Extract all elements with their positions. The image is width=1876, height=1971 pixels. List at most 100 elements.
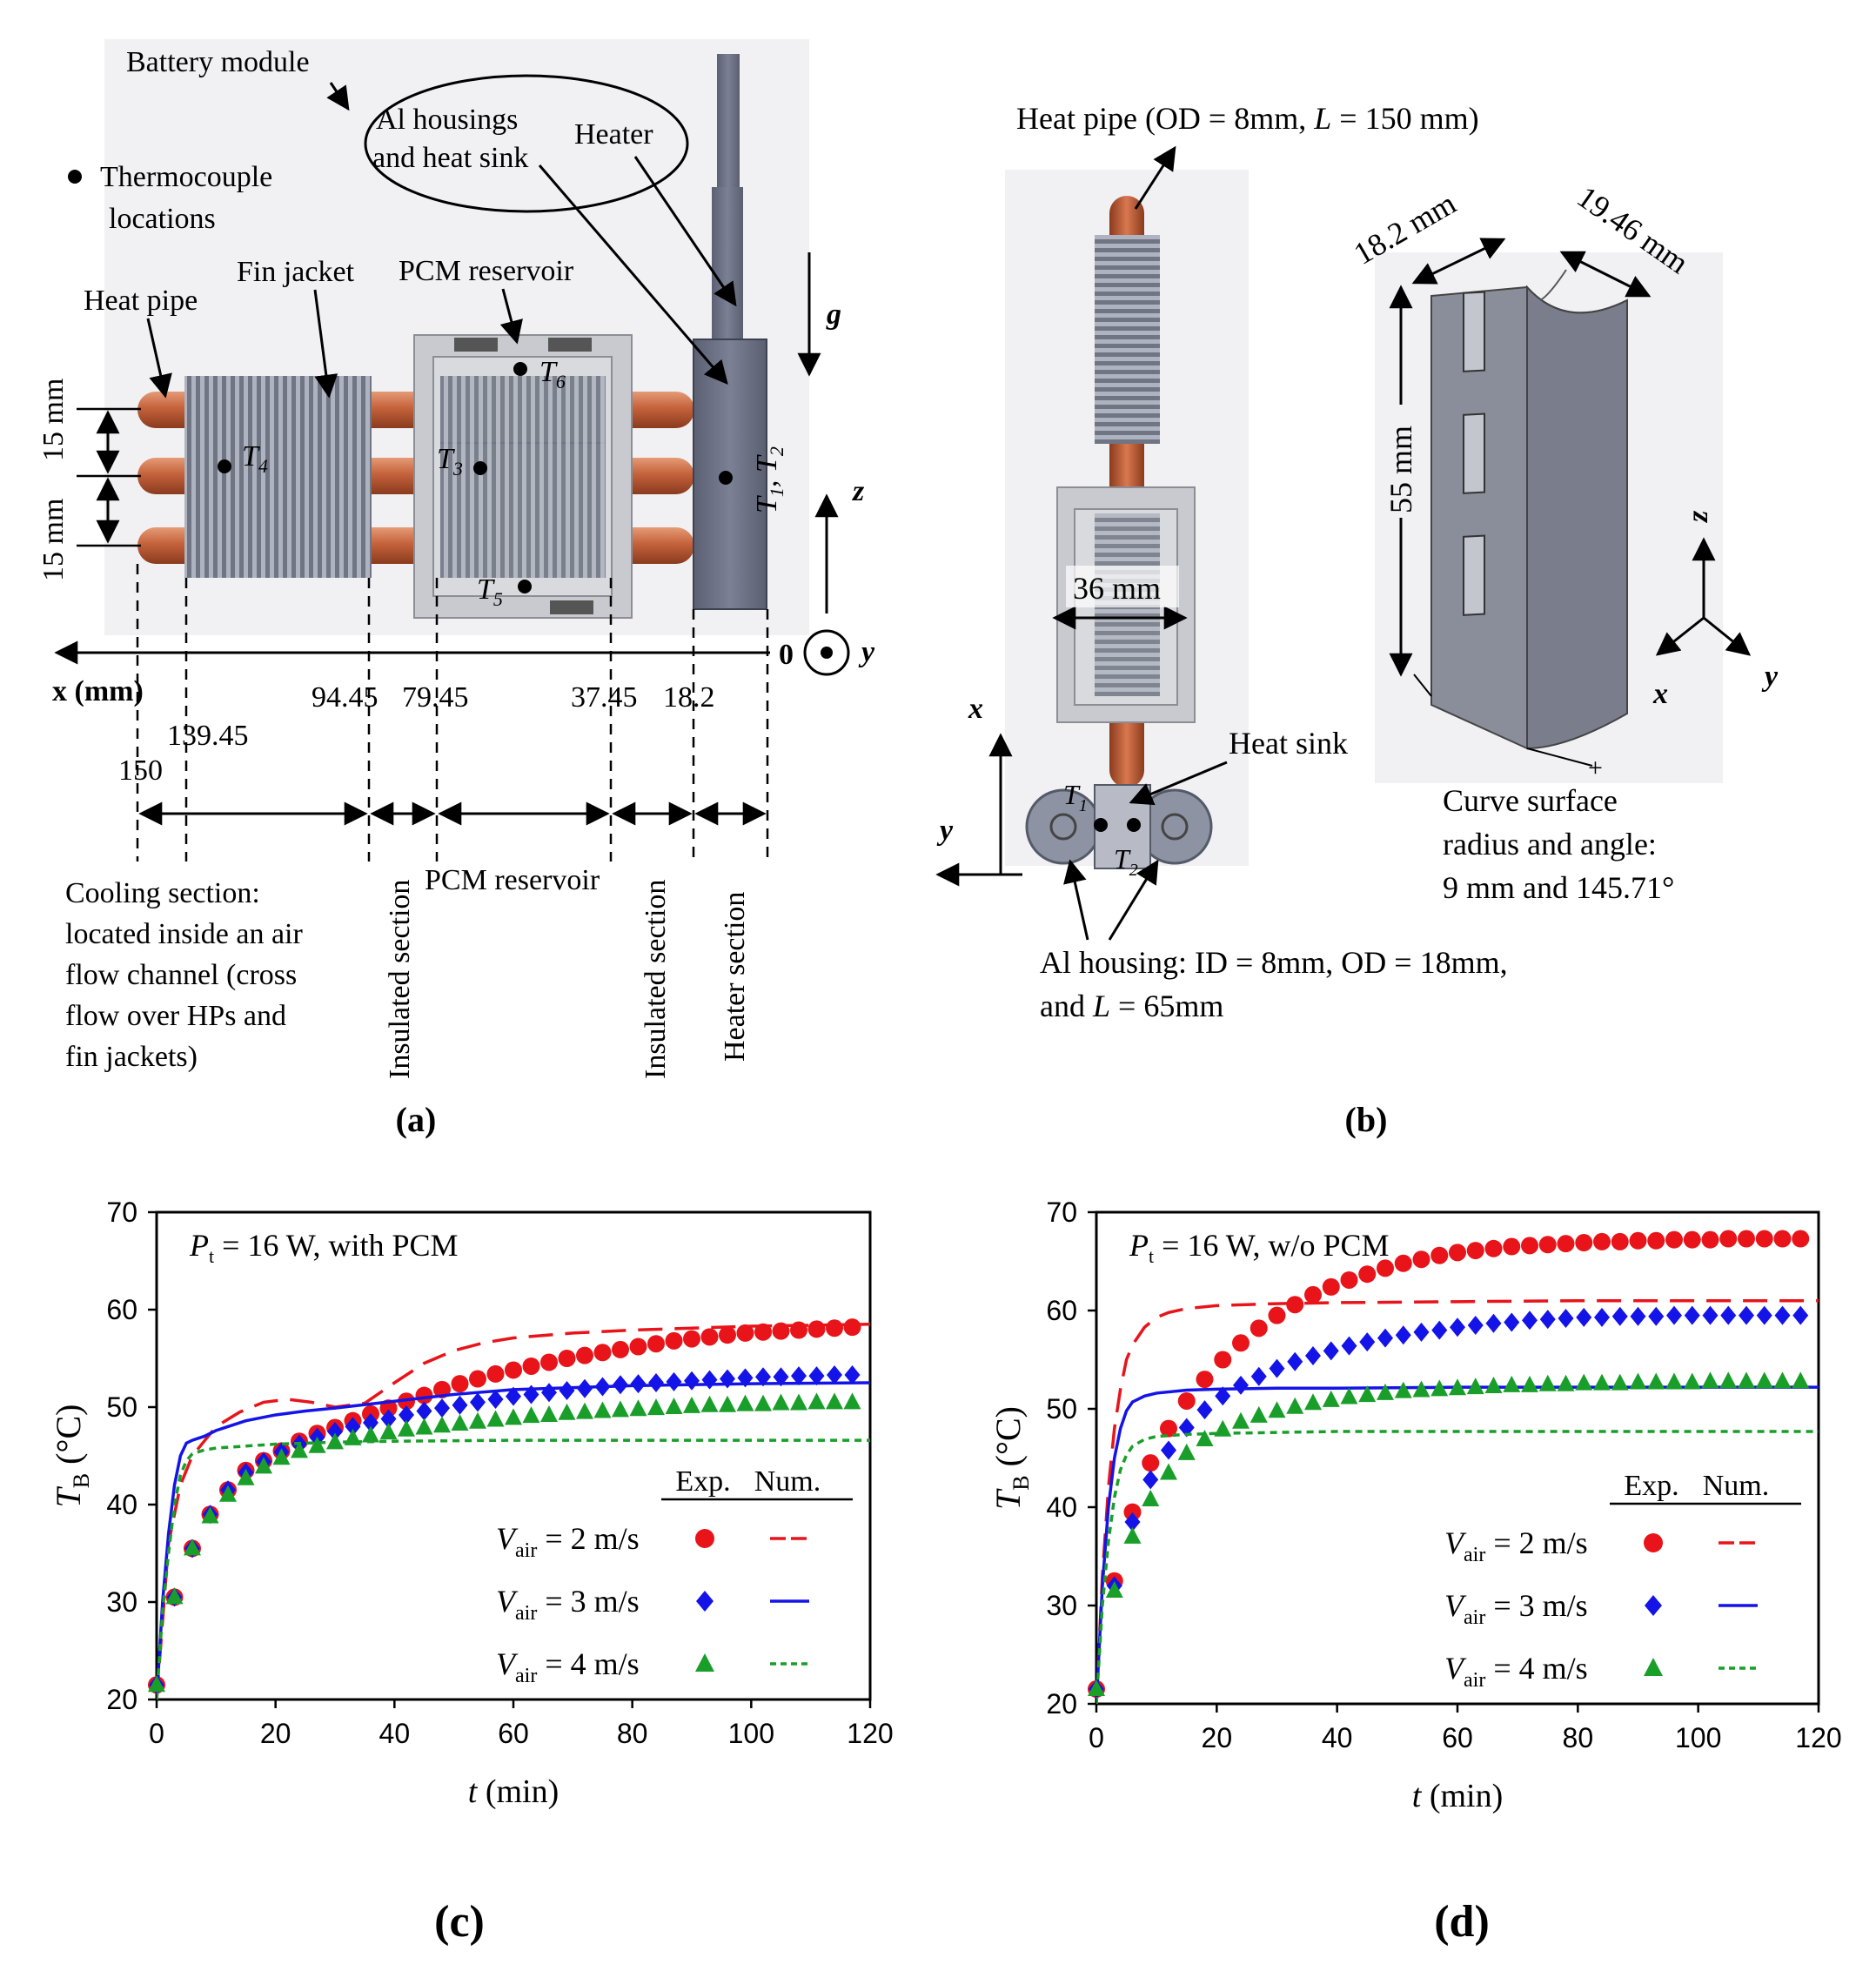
exp-point-1 xyxy=(1412,1250,1430,1269)
exp-point-1 xyxy=(1449,1244,1466,1262)
exp-point-3 xyxy=(790,1393,807,1411)
y-tick-label: 70 xyxy=(1046,1197,1077,1228)
y-out-of-page-symbol xyxy=(803,629,850,676)
exp-point-1 xyxy=(505,1361,522,1379)
exp-point-3 xyxy=(1538,1374,1557,1391)
axis-y-label: y xyxy=(858,636,875,668)
exp-point-2 xyxy=(755,1367,771,1387)
exp-point-2 xyxy=(1215,1386,1231,1406)
exp-point-2 xyxy=(1576,1307,1592,1327)
exp-point-2 xyxy=(434,1398,450,1418)
legend-label-1: Vair = 2 m/s xyxy=(496,1521,640,1562)
exp-point-1 xyxy=(1322,1277,1340,1296)
tick-18-2: 18.2 xyxy=(663,681,715,714)
exp-point-2 xyxy=(666,1371,682,1391)
pcm-reservoir-section-label: PCM reservoir xyxy=(425,864,600,896)
exp-point-2 xyxy=(452,1395,468,1415)
exp-point-2 xyxy=(1594,1307,1610,1327)
exp-point-1 xyxy=(1394,1254,1412,1272)
exp-point-3 xyxy=(736,1394,754,1411)
plot-frame xyxy=(1095,1210,1820,1706)
exp-point-3 xyxy=(148,1675,165,1693)
heat-pipe-fins xyxy=(1095,235,1160,444)
exp-point-3 xyxy=(237,1468,255,1485)
y-tick-label: 50 xyxy=(1046,1393,1077,1425)
x-tick-label: 0 xyxy=(1089,1722,1104,1753)
insulated-section-label: Insulated section xyxy=(384,880,416,1079)
al-housing-line2: and L = 65mm xyxy=(1040,989,1223,1023)
exp-point-2 xyxy=(1756,1305,1772,1325)
exp-point-1 xyxy=(647,1335,665,1353)
exp-point-3 xyxy=(486,1410,505,1427)
heat-pipe-label: Heat pipe xyxy=(84,285,198,317)
legend-header-num: Num. xyxy=(1703,1470,1770,1502)
x-tick-label: 80 xyxy=(1563,1722,1594,1753)
panel-d-label: (d) xyxy=(1434,1897,1490,1947)
exp-point-3 xyxy=(665,1398,683,1414)
legend-label-3: Vair = 4 m/s xyxy=(1444,1651,1588,1692)
exp-point-2 xyxy=(1720,1305,1737,1325)
exp-point-2 xyxy=(1196,1400,1213,1420)
exp-point-3 xyxy=(1611,1373,1629,1391)
panel-a-schematic: Battery module Al housings and heat sink… xyxy=(37,39,875,1139)
exp-point-2 xyxy=(1611,1306,1628,1326)
cooling-line-3: flow channel (cross xyxy=(65,959,297,991)
exp-point-1 xyxy=(1268,1306,1286,1324)
origin-label: 0 xyxy=(779,639,794,671)
y-tick-label: 70 xyxy=(106,1197,137,1228)
legend-label-2: Vair = 3 m/s xyxy=(496,1584,640,1625)
gravity-label: g xyxy=(826,298,841,331)
exp-point-3 xyxy=(1647,1372,1665,1390)
al-housing-line1: Al housing: ID = 8mm, OD = 18mm, xyxy=(1040,945,1508,980)
fin-jackets xyxy=(184,376,372,578)
exp-point-3 xyxy=(1196,1430,1214,1447)
exp-point-1 xyxy=(1593,1232,1611,1250)
panel-c-label: (c) xyxy=(434,1897,485,1947)
exp-point-2 xyxy=(470,1392,486,1412)
exp-point-1 xyxy=(843,1318,861,1337)
y-tick-label: 40 xyxy=(1046,1492,1077,1523)
cooling-line-1: Cooling section: xyxy=(65,877,260,909)
exp-point-3 xyxy=(184,1539,201,1556)
exp-point-3 xyxy=(1142,1489,1160,1506)
y-tick-label: 20 xyxy=(106,1684,137,1715)
exp-point-3 xyxy=(754,1394,772,1411)
exp-point-2 xyxy=(1702,1305,1719,1325)
exp-point-3 xyxy=(1466,1378,1484,1395)
exp-point-1 xyxy=(1304,1285,1322,1304)
exp-point-3 xyxy=(1701,1371,1719,1389)
exp-point-1 xyxy=(486,1364,505,1383)
locations-label: locations xyxy=(109,203,216,235)
exp-point-2 xyxy=(720,1369,735,1389)
exp-point-1 xyxy=(558,1350,576,1367)
exp-point-2 xyxy=(737,1368,754,1388)
exp-point-3 xyxy=(469,1411,486,1429)
exp-point-1 xyxy=(790,1321,807,1339)
exp-point-1 xyxy=(826,1319,843,1337)
exp-point-3 xyxy=(593,1401,612,1418)
x-tick-label: 120 xyxy=(847,1718,893,1749)
exp-point-1 xyxy=(540,1353,558,1371)
exp-point-1 xyxy=(1430,1246,1449,1264)
y-axis-label: TB (°C) xyxy=(49,1405,94,1508)
x-tick-label: 40 xyxy=(379,1718,411,1749)
legend-marker-2 xyxy=(696,1591,714,1612)
exp-point-2 xyxy=(1450,1317,1465,1337)
legend-marker-3 xyxy=(1644,1658,1663,1676)
insulated-section-2-label: Insulated section xyxy=(640,880,672,1079)
x-tick-label: 60 xyxy=(498,1718,529,1749)
exp-point-1 xyxy=(700,1328,719,1346)
exp-point-3 xyxy=(772,1393,790,1411)
exp-point-3 xyxy=(433,1416,451,1433)
exp-point-2 xyxy=(1233,1375,1249,1395)
tick-150: 150 xyxy=(118,754,163,787)
exp-point-3 xyxy=(1214,1419,1232,1437)
thermocouple-label: Thermocouple xyxy=(100,161,272,193)
axis-x-b2-label: x xyxy=(1652,678,1668,710)
exp-point-1 xyxy=(612,1340,629,1358)
exp-point-1 xyxy=(522,1357,540,1375)
exp-point-2 xyxy=(1377,1328,1393,1348)
exp-point-2 xyxy=(559,1380,575,1400)
